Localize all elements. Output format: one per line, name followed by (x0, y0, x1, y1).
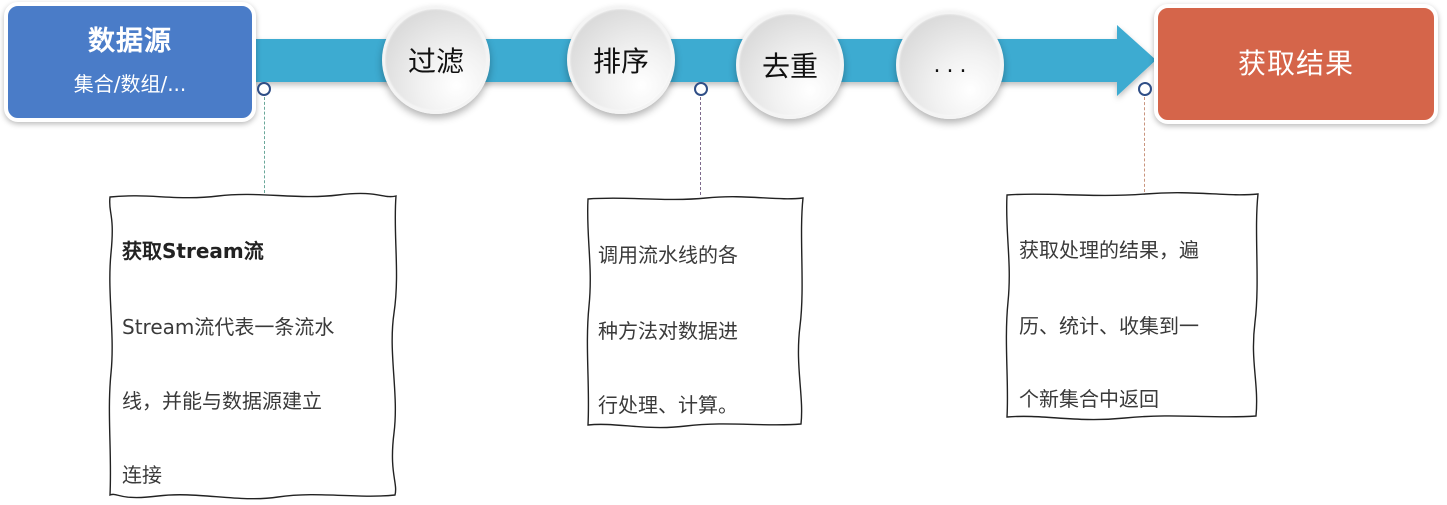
note-process: 调用流水线的各 种方法对数据进 行处理、计算。 (586, 196, 805, 429)
connector-knob-middle (694, 82, 708, 96)
data-source-subtitle: 集合/数组/... (73, 72, 187, 96)
step-distinct-label: 去重 (761, 50, 818, 83)
step-distinct: 去重 (736, 11, 844, 119)
note-process-line-2: 种方法对数据进 (598, 319, 738, 343)
note-process-line-3: 行处理、计算。 (598, 393, 738, 417)
connector-knob-left (257, 82, 271, 96)
note-result: 获取处理的结果，遍 历、统计、收集到一 个新集合中返回 (1005, 192, 1260, 421)
step-more-label: ... (933, 52, 973, 78)
data-source-title: 数据源 (88, 26, 172, 57)
sketch-border (586, 196, 804, 429)
note-get-stream-line-2: 线，并能与数据源建立 (122, 389, 322, 413)
sketch-border (108, 192, 398, 500)
connector-line-right (1144, 97, 1145, 192)
note-process-line-1: 调用流水线的各 (598, 243, 738, 267)
result-title: 获取结果 (1237, 47, 1354, 80)
note-get-stream: 获取Stream流 Stream流代表一条流水 线，并能与数据源建立 连接 (108, 192, 398, 500)
data-source-box: 数据源 集合/数组/... (4, 2, 256, 122)
step-filter-label: 过滤 (407, 45, 464, 78)
connector-line-left (264, 97, 265, 193)
connector-line-middle (700, 97, 701, 195)
note-get-stream-heading: 获取Stream流 (122, 239, 264, 263)
connector-knob-right (1138, 82, 1152, 96)
note-result-line-1: 获取处理的结果，遍 (1019, 238, 1199, 262)
step-sort-label: 排序 (592, 45, 649, 78)
note-get-stream-line-3: 连接 (122, 463, 162, 487)
sketch-border (1005, 192, 1259, 421)
step-sort: 排序 (567, 6, 675, 114)
note-get-stream-line-1: Stream流代表一条流水 (122, 315, 335, 339)
step-filter: 过滤 (382, 6, 490, 114)
note-result-line-2: 历、统计、收集到一 (1019, 314, 1199, 338)
note-result-line-3: 个新集合中返回 (1019, 387, 1159, 411)
result-box: 获取结果 (1154, 4, 1438, 124)
step-more: ... (896, 11, 1004, 119)
